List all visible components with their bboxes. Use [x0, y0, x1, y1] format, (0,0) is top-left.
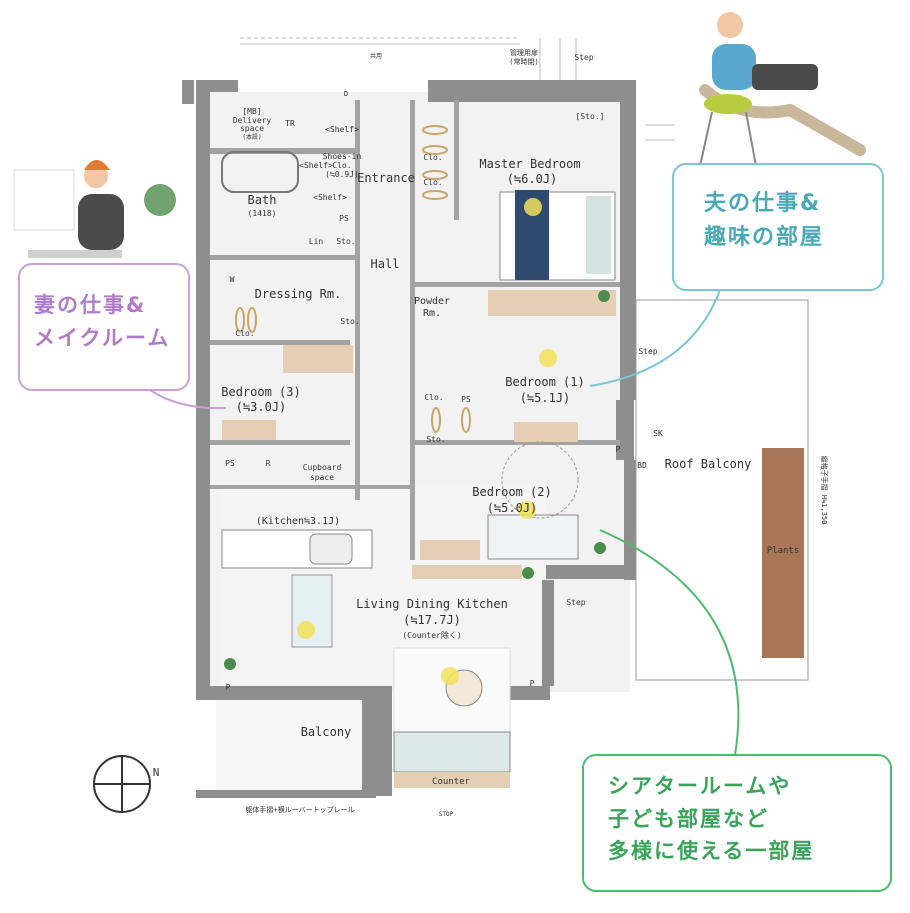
- sto-bedroom2-label: Sto.: [426, 435, 445, 444]
- p-roof-label: P: [616, 445, 621, 454]
- p-balcony-label: P: [530, 679, 535, 688]
- person-writing-icon: [13, 160, 124, 258]
- living-sofa: [393, 731, 511, 773]
- step-ldk-label: Step: [566, 598, 585, 607]
- lin-label: Lin: [309, 237, 324, 246]
- site-lines: [240, 37, 675, 141]
- bedroom2-label: Bedroom (2): [472, 485, 551, 499]
- wife-callout-line-2: メイクルーム: [34, 325, 171, 350]
- step-roof-label: Step: [638, 347, 657, 356]
- callout-pointers: [149, 289, 740, 756]
- sto-master-label: [Sto.]: [576, 112, 605, 121]
- sink: [309, 533, 353, 565]
- clo-bedroom1-label: Clo.: [424, 393, 443, 402]
- mgmt-label-2: (常時閉): [509, 57, 538, 66]
- ps-bedroom1-label: PS: [461, 395, 471, 404]
- hall-label: Hall: [371, 257, 400, 271]
- small-labels: [MB] Delivery space (本設) TR <Shelf> Shoe…: [153, 48, 829, 818]
- delivery-note-label: (本設): [242, 133, 261, 141]
- delivery-space-label: space: [240, 124, 264, 133]
- shoes-in-label: Shoes-in: [323, 152, 362, 161]
- counter-label: Counter: [432, 777, 471, 787]
- bd-label: BD: [637, 461, 647, 470]
- wife-callout-line-1: 妻の仕事&: [34, 293, 147, 317]
- balcony-floor: [216, 700, 376, 796]
- theater-room-callout: シアタールームや 子ども部屋など 多様に使える一部屋: [582, 754, 892, 892]
- person-laptop-icon: [699, 12, 866, 167]
- roof-balcony-label: Roof Balcony: [665, 457, 752, 471]
- bedroom2-size: (≒5.0J): [487, 501, 538, 515]
- powder-label-2: Rm.: [423, 308, 441, 319]
- bedroom3-label: Bedroom (3): [221, 385, 300, 399]
- theater-callout-line-2: 子ども部屋など: [608, 806, 769, 831]
- shoes-size-label: (≒0.9J): [325, 170, 359, 179]
- sto-dressing-label: Sto.: [340, 317, 359, 326]
- side-rail-label: 縦格子手摺 H≒1,350: [820, 456, 829, 525]
- closet-hangers: [235, 125, 471, 433]
- sto-hall-label: Sto.: [336, 237, 355, 246]
- rail-top-label: 共用: [370, 52, 382, 60]
- r-label: R: [266, 459, 271, 468]
- plants-label: Plants: [767, 546, 800, 556]
- w-label: W: [230, 275, 235, 284]
- compass-north-icon: [93, 755, 151, 813]
- delivery-label: Delivery: [233, 116, 272, 125]
- bedroom1-label: Bedroom (1): [505, 375, 584, 389]
- planter: [762, 448, 804, 658]
- living-counter: [394, 772, 510, 788]
- bath-size: (1418): [248, 209, 277, 218]
- theater-callout-line-1: シアタールームや: [608, 774, 792, 798]
- bedroom3-size: (≒3.0J): [236, 400, 287, 414]
- plant-icon: [144, 184, 610, 670]
- husband-callout-line-2: 趣味の部屋: [704, 225, 825, 251]
- d-label: D: [344, 90, 348, 98]
- bottom-rail-label: 躯体手摺+横ルーバートップレール: [245, 805, 354, 814]
- clo-master-1: Clo.: [423, 153, 442, 162]
- shoes-clo-label: Clo.: [332, 161, 351, 170]
- husband-room-callout: 夫の仕事& 趣味の部屋: [672, 163, 884, 291]
- cupboard-label-1: Cupboard: [303, 463, 342, 472]
- ldk-label: Living Dining Kitchen: [356, 597, 508, 611]
- bedroom2-sofa: [487, 514, 579, 560]
- ldk-note: (Counter除く): [402, 630, 461, 640]
- tr-label: TR: [285, 119, 295, 128]
- powder-label-1: Powder: [414, 296, 450, 307]
- shelf-top-label: <Shelf>: [325, 125, 359, 134]
- master-bedroom-size: (≒6.0J): [507, 172, 558, 186]
- shelf-side-label: <Shelf>: [299, 161, 333, 170]
- theater-callout-line-3: 多様に使える一部屋: [608, 839, 815, 864]
- stop-label: STOP: [439, 811, 454, 818]
- bedroom2-rug: [501, 441, 579, 519]
- bath-label: Bath: [248, 193, 277, 207]
- entrance-label: Entrance: [357, 171, 415, 185]
- husband-callout-line-1: 夫の仕事&: [704, 191, 822, 216]
- mb-label: [MB]: [242, 107, 261, 116]
- balcony-label: Balcony: [301, 725, 352, 739]
- ps-kitchen-label: PS: [225, 459, 235, 468]
- lamp-icon: [297, 198, 557, 685]
- cupboard-label-2: space: [310, 473, 334, 482]
- bathtub: [221, 151, 299, 193]
- ldk-size: (≒17.7J): [403, 613, 461, 627]
- clo-dressing-label: Clo.: [235, 329, 254, 338]
- room-labels: Master Bedroom (≒6.0J) Entrance Hall Bat…: [221, 157, 799, 787]
- wife-room-callout: 妻の仕事& メイクルーム: [18, 263, 190, 391]
- ps-upper-label: PS: [339, 214, 349, 223]
- mgmt-label-1: 管理用扉: [510, 48, 538, 57]
- shelf-bottom-label: <Shelf>: [313, 193, 347, 202]
- walls: [182, 80, 636, 798]
- step-top-label: Step: [574, 53, 593, 62]
- dressing-label: Dressing Rm.: [255, 287, 342, 301]
- bedroom1-size: (≒5.1J): [520, 391, 571, 405]
- compass-n-label: N: [153, 766, 160, 779]
- sk-label: SK: [653, 429, 663, 438]
- clo-master-2: Clo.: [423, 178, 442, 187]
- desks: [222, 290, 616, 579]
- master-pillows: [586, 196, 611, 274]
- p-ldk-label: P: [226, 683, 231, 692]
- master-bedroom-label: Master Bedroom: [479, 157, 580, 171]
- kitchen-label: (Kitchen≒3.1J): [256, 516, 340, 527]
